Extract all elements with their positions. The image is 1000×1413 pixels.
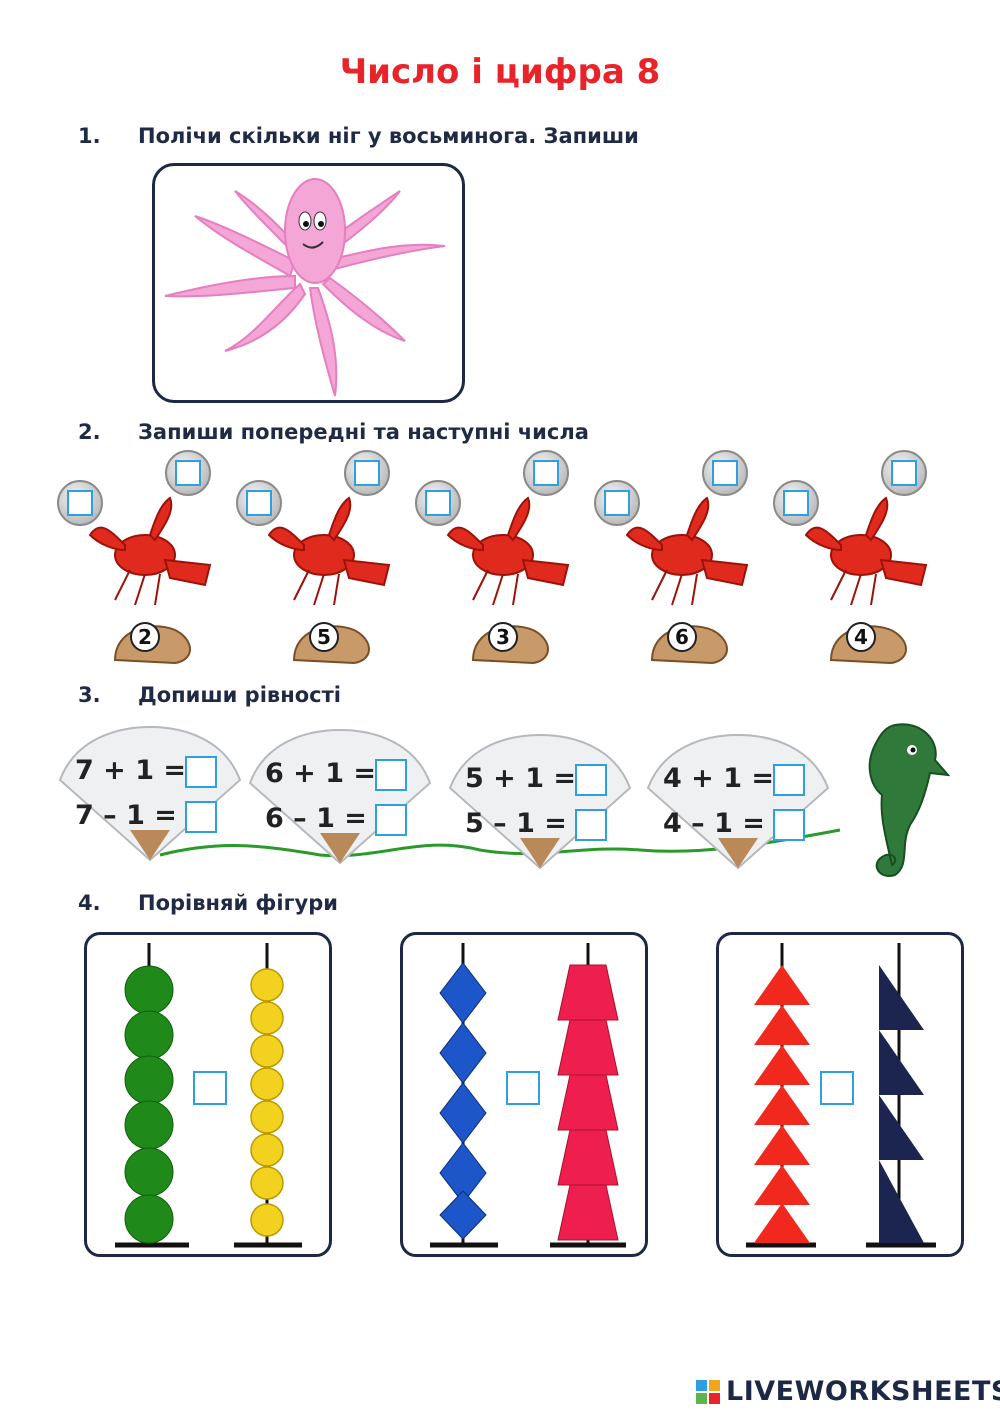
bubble: [773, 480, 819, 526]
comparison-sign-box[interactable]: [506, 1071, 540, 1105]
task-3-heading: 3. Допиши рівності: [78, 683, 341, 707]
blue-rhombus-stack: [430, 943, 498, 1248]
scallop-shell-icon: [646, 733, 830, 870]
answer-box[interactable]: [575, 809, 607, 841]
red-triangle-stack: [746, 943, 816, 1248]
seahorse-icon: [868, 723, 950, 877]
next-number-box[interactable]: [891, 460, 917, 486]
answer-box[interactable]: [575, 764, 607, 796]
task-text: Порівняй фігури: [138, 891, 338, 915]
task-2-heading: 2. Запиши попередні та наступні числа: [78, 420, 589, 444]
next-number-box[interactable]: [175, 460, 201, 486]
addition-equation: 5 + 1 =: [465, 763, 577, 794]
previous-number-box[interactable]: [783, 490, 809, 516]
shell-number: 6: [667, 622, 697, 652]
bubble: [344, 450, 390, 496]
task-text: Полічи скільки ніг у восьминога. Запиши: [138, 124, 639, 148]
compare-panel-circles: [84, 932, 332, 1257]
previous-number-box[interactable]: [425, 490, 451, 516]
addition-equation: 7 + 1 =: [75, 755, 187, 786]
next-number-box[interactable]: [712, 460, 738, 486]
task-1-heading: 1. Полічи скільки ніг у восьминога. Запиш…: [78, 124, 639, 148]
subtraction-equation: 4 – 1 =: [663, 808, 765, 839]
answer-box[interactable]: [185, 801, 217, 833]
comparison-sign-box[interactable]: [820, 1071, 854, 1105]
shell-number: 4: [846, 622, 876, 652]
shell-number: 5: [309, 622, 339, 652]
bubble: [594, 480, 640, 526]
crayfish-group-5: 4: [771, 450, 941, 670]
addition-equation: 4 + 1 =: [663, 763, 775, 794]
previous-number-box[interactable]: [246, 490, 272, 516]
shell-equations-2: 6 + 1 = 6 – 1 =: [245, 728, 435, 868]
subtraction-equation: 6 – 1 =: [265, 803, 367, 834]
scallop-shell-icon: [58, 725, 242, 862]
crayfish-icon: [267, 496, 391, 606]
bubble: [236, 480, 282, 526]
addition-equation: 6 + 1 =: [265, 758, 377, 789]
comparison-sign-box[interactable]: [193, 1071, 227, 1105]
pink-trapezoid-stack: [550, 943, 626, 1248]
crayfish-group-1: 2: [55, 450, 225, 670]
task-text: Допиши рівності: [138, 683, 341, 707]
liveworksheets-logo-text: LIVEWORKSHEETS: [726, 1376, 1000, 1407]
subtraction-equation: 5 – 1 =: [465, 808, 567, 839]
next-number-box[interactable]: [533, 460, 559, 486]
crayfish-icon: [446, 496, 570, 606]
previous-number-box[interactable]: [67, 490, 93, 516]
page-title: Число і цифра 8: [339, 52, 661, 92]
crayfish-icon: [804, 496, 928, 606]
shell-equations-3: 5 + 1 = 5 – 1 =: [445, 733, 635, 873]
crayfish-icon: [625, 496, 749, 606]
bubble: [702, 450, 748, 496]
shell-equations-4: 4 + 1 = 4 – 1 =: [643, 733, 833, 873]
answer-box[interactable]: [185, 756, 217, 788]
task-4-heading: 4. Порівняй фігури: [78, 891, 338, 915]
task-text: Запиши попередні та наступні числа: [138, 420, 589, 444]
task-number: 2.: [78, 420, 101, 444]
task-number: 1.: [78, 124, 101, 148]
task-number: 4.: [78, 891, 101, 915]
octopus-picture-frame: [152, 163, 465, 403]
answer-box[interactable]: [773, 764, 805, 796]
shell-number: 2: [130, 622, 160, 652]
previous-number-box[interactable]: [604, 490, 630, 516]
crayfish-icon: [88, 496, 212, 606]
subtraction-equation: 7 – 1 =: [75, 800, 177, 831]
bubble: [415, 480, 461, 526]
crayfish-group-4: 6: [592, 450, 762, 670]
scallop-shell-icon: [448, 733, 632, 870]
scallop-shell-icon: [248, 728, 432, 865]
answer-box[interactable]: [773, 809, 805, 841]
octopus-icon: [164, 178, 446, 397]
liveworksheets-logo-icon: [696, 1380, 720, 1404]
answer-box[interactable]: [375, 804, 407, 836]
shell-equations-1: 7 + 1 = 7 – 1 =: [55, 725, 245, 865]
green-circles-stack: [115, 943, 189, 1248]
answer-box[interactable]: [375, 759, 407, 791]
crayfish-group-2: 5: [234, 450, 404, 670]
bubble: [57, 480, 103, 526]
crayfish-group-3: 3: [413, 450, 583, 670]
task-number: 3.: [78, 683, 101, 707]
yellow-circles-stack: [234, 943, 302, 1248]
navy-triangle-stack: [866, 943, 936, 1248]
string-line: [159, 828, 841, 858]
bubble: [523, 450, 569, 496]
bubble: [881, 450, 927, 496]
shell-number: 3: [488, 622, 518, 652]
compare-panel-rhombus-trapezoid: [400, 932, 648, 1257]
compare-panel-triangles: [716, 932, 964, 1257]
bubble: [165, 450, 211, 496]
next-number-box[interactable]: [354, 460, 380, 486]
